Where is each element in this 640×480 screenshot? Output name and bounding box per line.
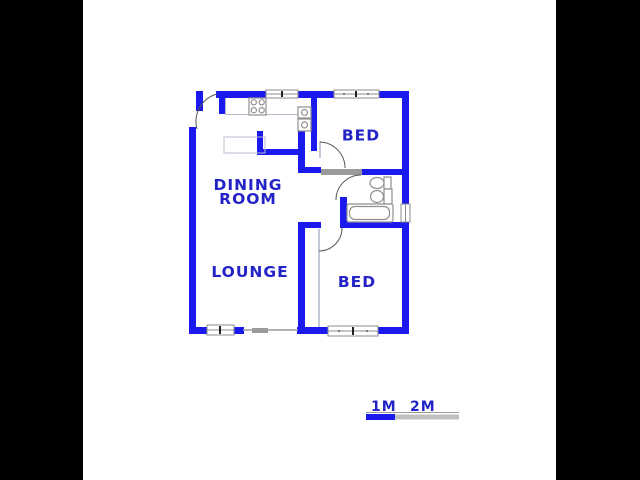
counter-island xyxy=(223,136,266,154)
stove-icon xyxy=(248,97,267,116)
window-lounge xyxy=(206,324,235,336)
room-label-bed-bottom: BED xyxy=(338,273,376,291)
interior-walls xyxy=(219,91,409,334)
wall-kitchen-stub xyxy=(219,91,225,114)
wall-bottom-2 xyxy=(232,327,244,334)
kitchen-fixtures xyxy=(223,97,312,154)
entrance-door-arc xyxy=(195,93,218,130)
bathtub-icon xyxy=(346,203,394,223)
scale-label-1m: 1M xyxy=(371,399,397,415)
window-bed1 xyxy=(333,89,380,99)
wall-bottom-3 xyxy=(297,327,330,334)
wall-bottom-4 xyxy=(377,327,409,334)
kitchen-sink-icon xyxy=(297,106,312,132)
basin-icon xyxy=(369,176,392,190)
wall-lounge-bed2-divider xyxy=(298,222,305,334)
bathroom-fixtures xyxy=(346,176,394,223)
scale-label-2m: 2M xyxy=(410,399,436,415)
wall-bed2-top-left xyxy=(298,222,321,228)
window-bathroom xyxy=(400,203,411,223)
wall-right-1 xyxy=(402,91,409,204)
letterbox-left xyxy=(0,0,83,480)
patio-step xyxy=(252,328,268,333)
wall-dining-stub xyxy=(257,131,263,155)
bed2-door xyxy=(318,227,343,327)
wall-entrance-stub xyxy=(196,91,203,111)
doors xyxy=(195,93,362,327)
wall-bed1-bottom xyxy=(362,169,403,175)
window-kitchen xyxy=(265,89,299,99)
bed1-door xyxy=(319,141,346,169)
room-label-lounge: LOUNGE xyxy=(211,263,288,281)
wall-hall-left xyxy=(298,126,305,173)
scale-bar-gray-segment xyxy=(395,414,459,420)
room-label-dining-line2: ROOM xyxy=(219,190,277,208)
wall-bathroom-left xyxy=(340,197,347,228)
wall-hall-bottom xyxy=(298,167,321,173)
wall-bed1-opening xyxy=(321,169,362,175)
wall-top-3 xyxy=(378,91,409,98)
toilet-icon xyxy=(369,188,393,205)
wall-right-2 xyxy=(402,222,409,334)
wall-bottom-1 xyxy=(189,327,208,334)
wall-bed2-top-right xyxy=(341,222,409,228)
wall-top-1 xyxy=(216,91,268,98)
letterbox-right xyxy=(556,0,640,480)
wall-kitchen-bed-divider xyxy=(311,91,317,151)
room-label-bed-top: BED xyxy=(342,127,380,145)
wall-dining-hall xyxy=(257,149,300,155)
window-bed2 xyxy=(327,325,379,337)
scale-bar-blue-segment xyxy=(366,414,395,420)
bathroom-door-arc xyxy=(335,174,362,201)
room-label-dining-line1: DINING xyxy=(213,176,282,194)
windows xyxy=(206,89,411,337)
scale-bar: 1M 2M xyxy=(366,399,459,420)
wall-left xyxy=(189,127,196,334)
